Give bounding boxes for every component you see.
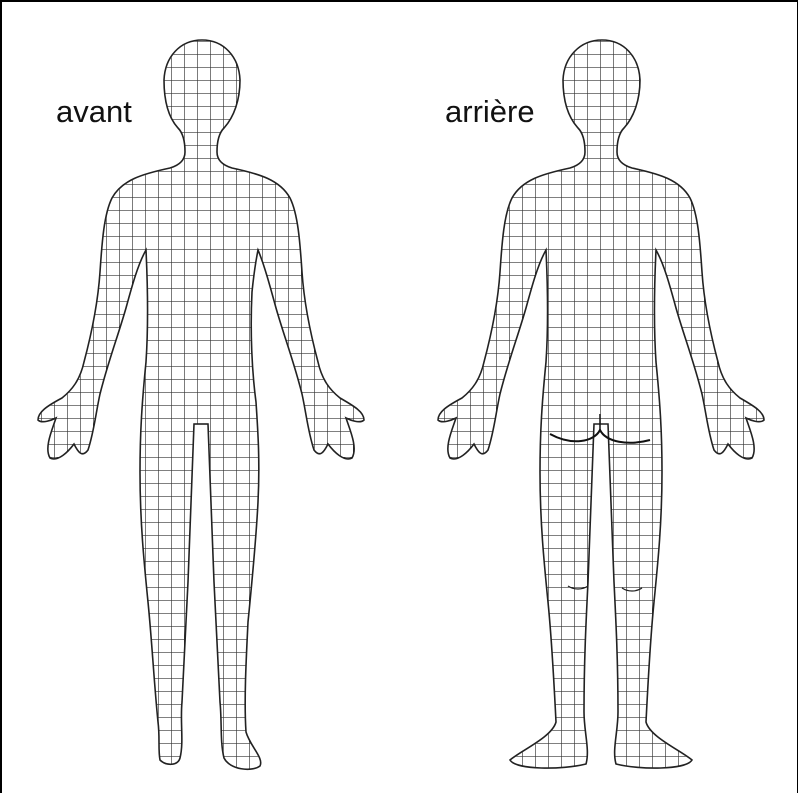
back-body-figure (402, 2, 798, 795)
front-body-figure (2, 2, 402, 795)
